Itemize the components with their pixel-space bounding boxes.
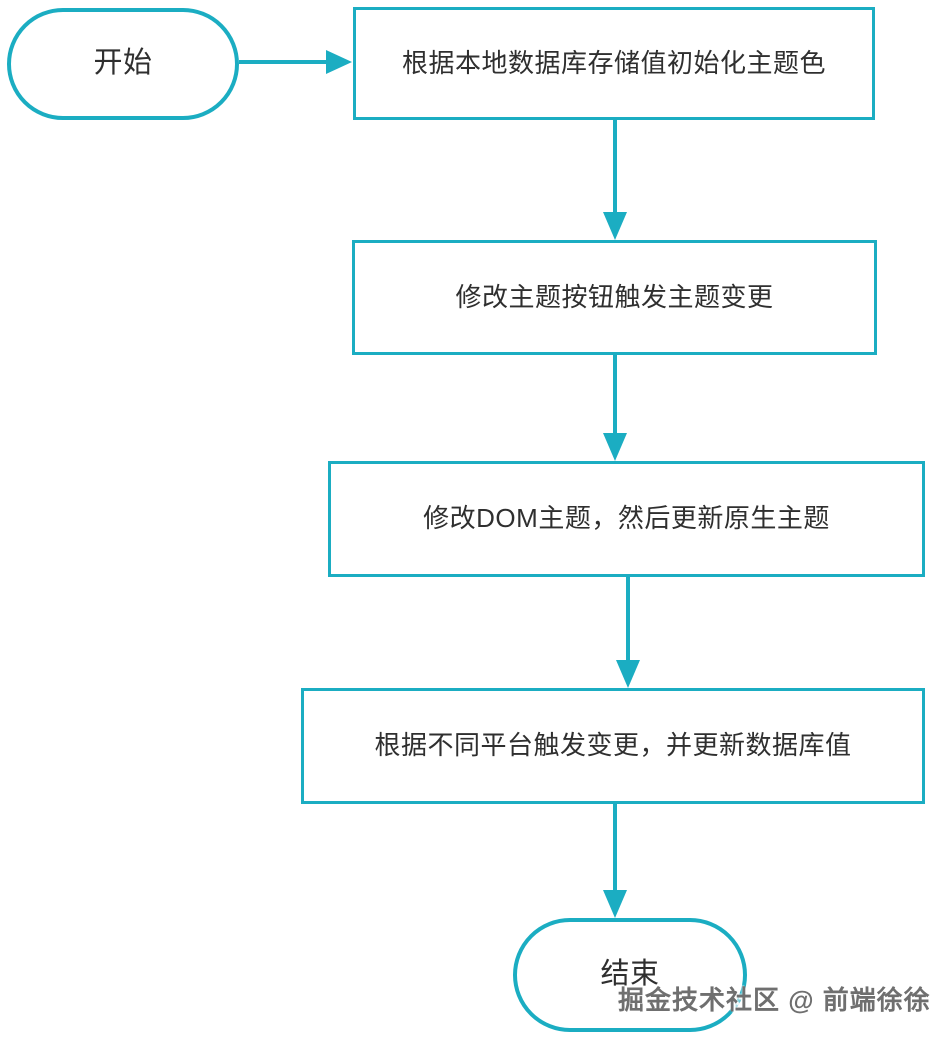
node-step1-label: 根据本地数据库存储值初始化主题色 bbox=[401, 47, 826, 78]
arrow-step4-to-end bbox=[603, 804, 627, 918]
arrow-head-down-icon bbox=[603, 890, 627, 918]
node-end: 结束 bbox=[513, 918, 747, 1032]
node-start-label: 开始 bbox=[93, 47, 153, 80]
arrow-start-to-step1 bbox=[239, 50, 352, 74]
node-step4: 根据不同平台触发变更，并更新数据库值 bbox=[301, 688, 925, 804]
node-start: 开始 bbox=[7, 8, 239, 120]
node-step2-label: 修改主题按钮触发主题变更 bbox=[455, 281, 774, 312]
node-step2: 修改主题按钮触发主题变更 bbox=[352, 240, 877, 355]
node-step3: 修改DOM主题，然后更新原生主题 bbox=[328, 461, 925, 577]
arrow-step1-to-step2 bbox=[603, 120, 627, 240]
arrow-head-down-icon bbox=[616, 660, 640, 688]
arrow-head-down-icon bbox=[603, 212, 627, 240]
node-end-label: 结束 bbox=[600, 958, 660, 991]
arrow-line bbox=[613, 355, 617, 437]
arrow-line bbox=[613, 804, 617, 894]
arrow-line bbox=[613, 120, 617, 216]
arrow-step2-to-step3 bbox=[603, 355, 627, 461]
arrow-step3-to-step4 bbox=[616, 577, 640, 688]
arrow-line bbox=[239, 60, 328, 64]
arrow-head-right-icon bbox=[326, 50, 352, 74]
arrow-head-down-icon bbox=[603, 433, 627, 461]
node-step1: 根据本地数据库存储值初始化主题色 bbox=[353, 7, 875, 120]
arrow-line bbox=[626, 577, 630, 664]
node-step4-label: 根据不同平台触发变更，并更新数据库值 bbox=[374, 730, 852, 761]
watermark-text: 掘金技术社区 @ 前端徐徐 bbox=[618, 985, 931, 1015]
node-step3-label: 修改DOM主题，然后更新原生主题 bbox=[423, 503, 830, 534]
